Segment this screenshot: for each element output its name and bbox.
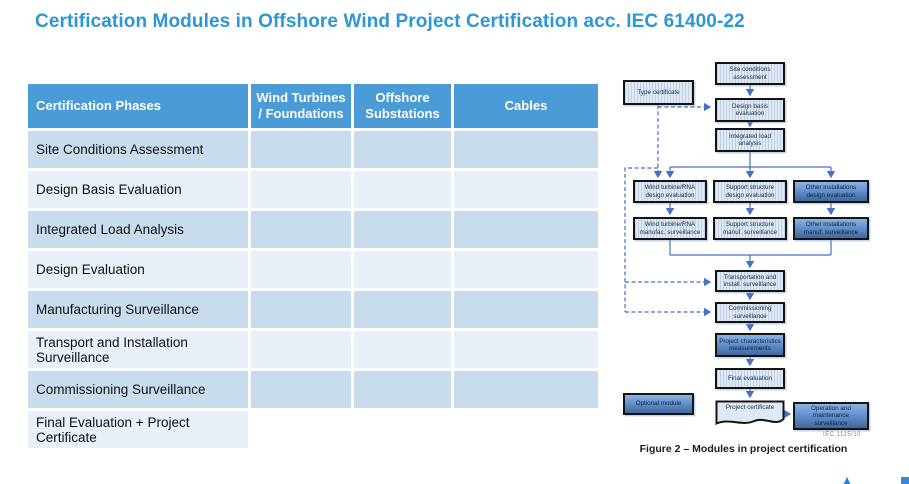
page-title: Certification Modules in Offshore Wind P… xyxy=(35,11,745,32)
flowchart-figure: Site conditions assessment Type certific… xyxy=(612,55,909,465)
table-row-label: Integrated Load Analysis xyxy=(28,211,248,248)
table-cell-empty xyxy=(354,331,451,368)
flowchart-box-design-basis: Design basis evaluation xyxy=(715,98,785,122)
table-cell-empty xyxy=(354,131,451,168)
column-header-turbines: Wind Turbines / Foundations xyxy=(251,84,351,128)
table-cell-empty xyxy=(454,171,598,208)
table-cell-empty xyxy=(251,131,351,168)
star-icon xyxy=(840,477,854,484)
table-row-label: Final Evaluation + Project Certificate xyxy=(28,411,248,448)
figure-caption: Figure 2 – Modules in project certificat… xyxy=(639,443,848,455)
table-cell-empty xyxy=(251,291,351,328)
table-cell-empty xyxy=(251,411,351,448)
logo-star-partial xyxy=(836,477,858,484)
table-row-label: Design Basis Evaluation xyxy=(28,171,248,208)
table-cell-empty xyxy=(354,171,451,208)
flowchart-box-final-evaluation: Final evaluation xyxy=(715,368,785,389)
table-cell-empty xyxy=(454,251,598,288)
table-row-label: Transport and Installation Surveillance xyxy=(28,331,248,368)
table-cell-empty xyxy=(354,291,451,328)
table-cell-empty xyxy=(454,291,598,328)
document-shape-icon xyxy=(715,400,785,426)
column-header-substations: Offshore Substations xyxy=(354,84,451,128)
column-header-cables: Cables xyxy=(454,84,598,128)
table-row-label: Commissioning Surveillance xyxy=(28,371,248,408)
flowchart-box-other-design: Other installations design evaluation xyxy=(793,180,869,203)
table-row-label: Design Evaluation xyxy=(28,251,248,288)
table-cell-empty xyxy=(454,331,598,368)
table-cell-empty xyxy=(251,251,351,288)
corner-decoration xyxy=(901,477,909,484)
flowchart-box-support-manuf: Support structure manuf. surveillance xyxy=(713,217,787,240)
flowchart-box-operation-maintenance: Operation and maintenance surveillance xyxy=(793,402,869,430)
table-cell-empty xyxy=(454,371,598,408)
flowchart-box-project-characteristics: Project characteristics measurements xyxy=(715,333,785,357)
flowchart-connectors xyxy=(624,85,836,419)
flowchart-box-site-conditions: Site conditions assessment xyxy=(715,62,785,85)
table-row-label: Manufacturing Surveillance xyxy=(28,291,248,328)
table-cell-empty xyxy=(251,211,351,248)
table-row-label: Site Conditions Assessment xyxy=(28,131,248,168)
flowchart-box-project-certificate-label: Project certificate xyxy=(725,404,775,411)
table-cell-empty xyxy=(354,411,451,448)
table-cell-empty xyxy=(354,371,451,408)
flowchart-box-type-certificate: Type certificate xyxy=(623,80,694,105)
flowchart-box-other-manuf: Other installations manuf. surveillance xyxy=(793,217,869,240)
table-cell-empty xyxy=(251,371,351,408)
flowchart-box-commissioning: Commissioning surveillance xyxy=(715,302,785,323)
table-cell-empty xyxy=(251,171,351,208)
flowchart-box-support-design: Support structure design evaluation xyxy=(713,180,787,203)
table-cell-empty xyxy=(454,411,598,448)
flowchart-box-wt-design: Wind turbine/RNA design evaluation xyxy=(633,180,707,203)
flowchart-box-integrated-load: Integrated load analysis xyxy=(715,128,785,152)
table-cell-empty xyxy=(454,131,598,168)
table-cell-empty xyxy=(454,211,598,248)
column-header-phases: Certification Phases xyxy=(28,84,248,128)
table-cell-empty xyxy=(354,211,451,248)
table-cell-empty xyxy=(251,331,351,368)
flowchart-box-wt-manuf: Wind turbine/RNA manufac. surveillance xyxy=(633,217,707,240)
figure-source-reference: IEC 1115/10 xyxy=(823,432,861,438)
table-cell-empty xyxy=(354,251,451,288)
flowchart-box-project-certificate: Project certificate xyxy=(715,400,785,428)
flowchart-box-transport: Transportation and install. surveillance xyxy=(715,270,785,292)
flowchart-legend-optional-module: Optional module xyxy=(623,393,694,415)
certification-table: Certification Phases Wind Turbines / Fou… xyxy=(28,84,601,448)
